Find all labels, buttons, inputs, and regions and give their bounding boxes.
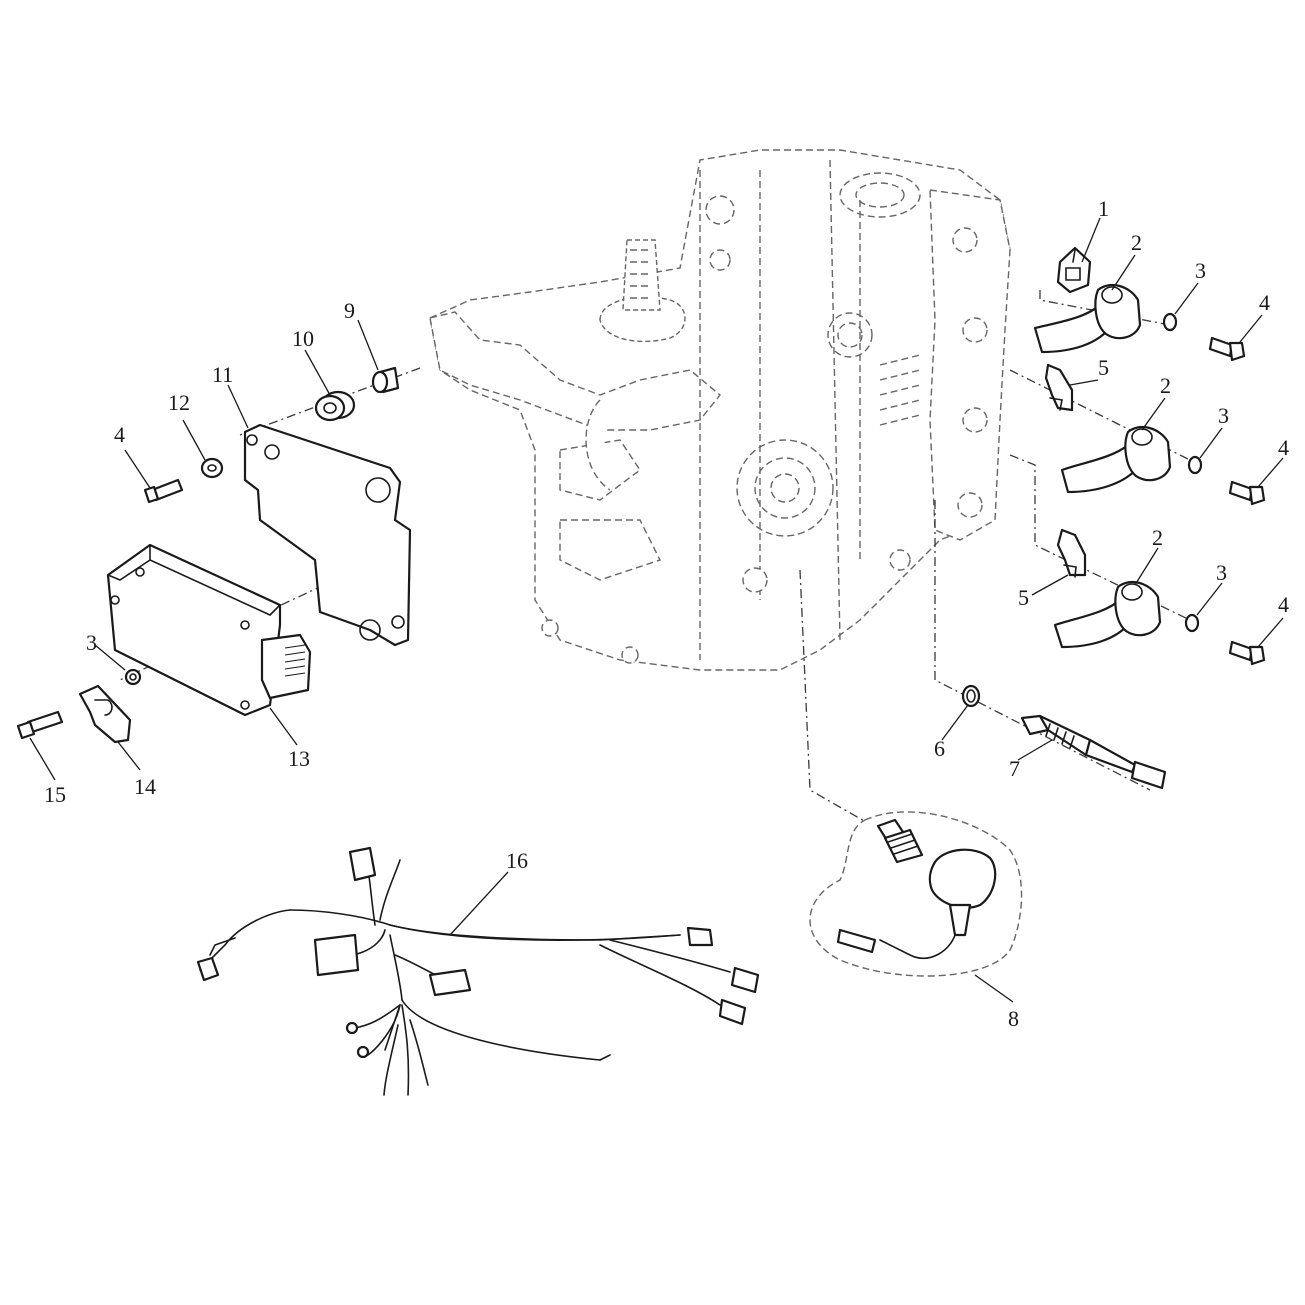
callout-7: 7	[1009, 756, 1020, 781]
callout-2-lower: 2	[1152, 525, 1163, 550]
part-1-clip	[1056, 246, 1092, 294]
callout-labels: 1 2 2 2 3 3 3 3 4 4 4 4 5 5 6 7 8 9 10 1…	[44, 196, 1289, 1031]
callout-12: 12	[168, 390, 190, 415]
callout-2-middle: 2	[1160, 373, 1171, 398]
part-2-ignition-coil-middle	[1060, 425, 1172, 494]
callout-4-middle: 4	[1278, 435, 1289, 460]
part-4-bolts	[143, 336, 1266, 666]
callout-6: 6	[934, 736, 945, 761]
callout-4-left: 4	[114, 422, 125, 447]
part-14-clamp	[78, 684, 132, 744]
part-7-sensor	[1020, 714, 1167, 790]
part-5-clip-lower	[1056, 528, 1087, 578]
callout-3-middle: 3	[1218, 403, 1229, 428]
engine-block-phantom	[429, 149, 1011, 671]
callout-15: 15	[44, 782, 66, 807]
callout-11: 11	[212, 362, 233, 387]
part-2-ignition-coil-upper	[1033, 283, 1142, 354]
callout-13: 13	[288, 746, 310, 771]
callout-3-left: 3	[86, 630, 97, 655]
callout-10: 10	[292, 326, 314, 351]
callout-14: 14	[134, 774, 156, 799]
part-13-control-module	[106, 543, 312, 717]
callout-5-upper: 5	[1098, 355, 1109, 380]
callout-3-upper: 3	[1195, 258, 1206, 283]
callout-2-upper: 2	[1131, 230, 1142, 255]
part-11-bracket	[243, 423, 412, 647]
part-3-washers	[124, 312, 1203, 686]
part-12-washer	[200, 457, 224, 479]
part-2-ignition-coil-lower	[1053, 580, 1162, 649]
callout-9: 9	[344, 298, 355, 323]
part-9-bushing	[371, 366, 400, 394]
part-15-bolt	[16, 710, 64, 740]
leader-lines	[29, 217, 1284, 1003]
callout-8: 8	[1008, 1006, 1019, 1031]
part-16-wiring-harness	[196, 846, 760, 1096]
part-5-clip-upper	[1044, 363, 1074, 412]
callout-1: 1	[1098, 196, 1109, 221]
callout-16: 16	[506, 848, 528, 873]
callout-4-lower: 4	[1278, 592, 1289, 617]
part-8-sensor-kit	[809, 811, 1023, 977]
callout-5-lower: 5	[1018, 585, 1029, 610]
part-6-o-ring	[961, 684, 981, 708]
callout-3-lower: 3	[1216, 560, 1227, 585]
callout-4-upper: 4	[1259, 290, 1270, 315]
part-10-grommet	[314, 390, 356, 422]
